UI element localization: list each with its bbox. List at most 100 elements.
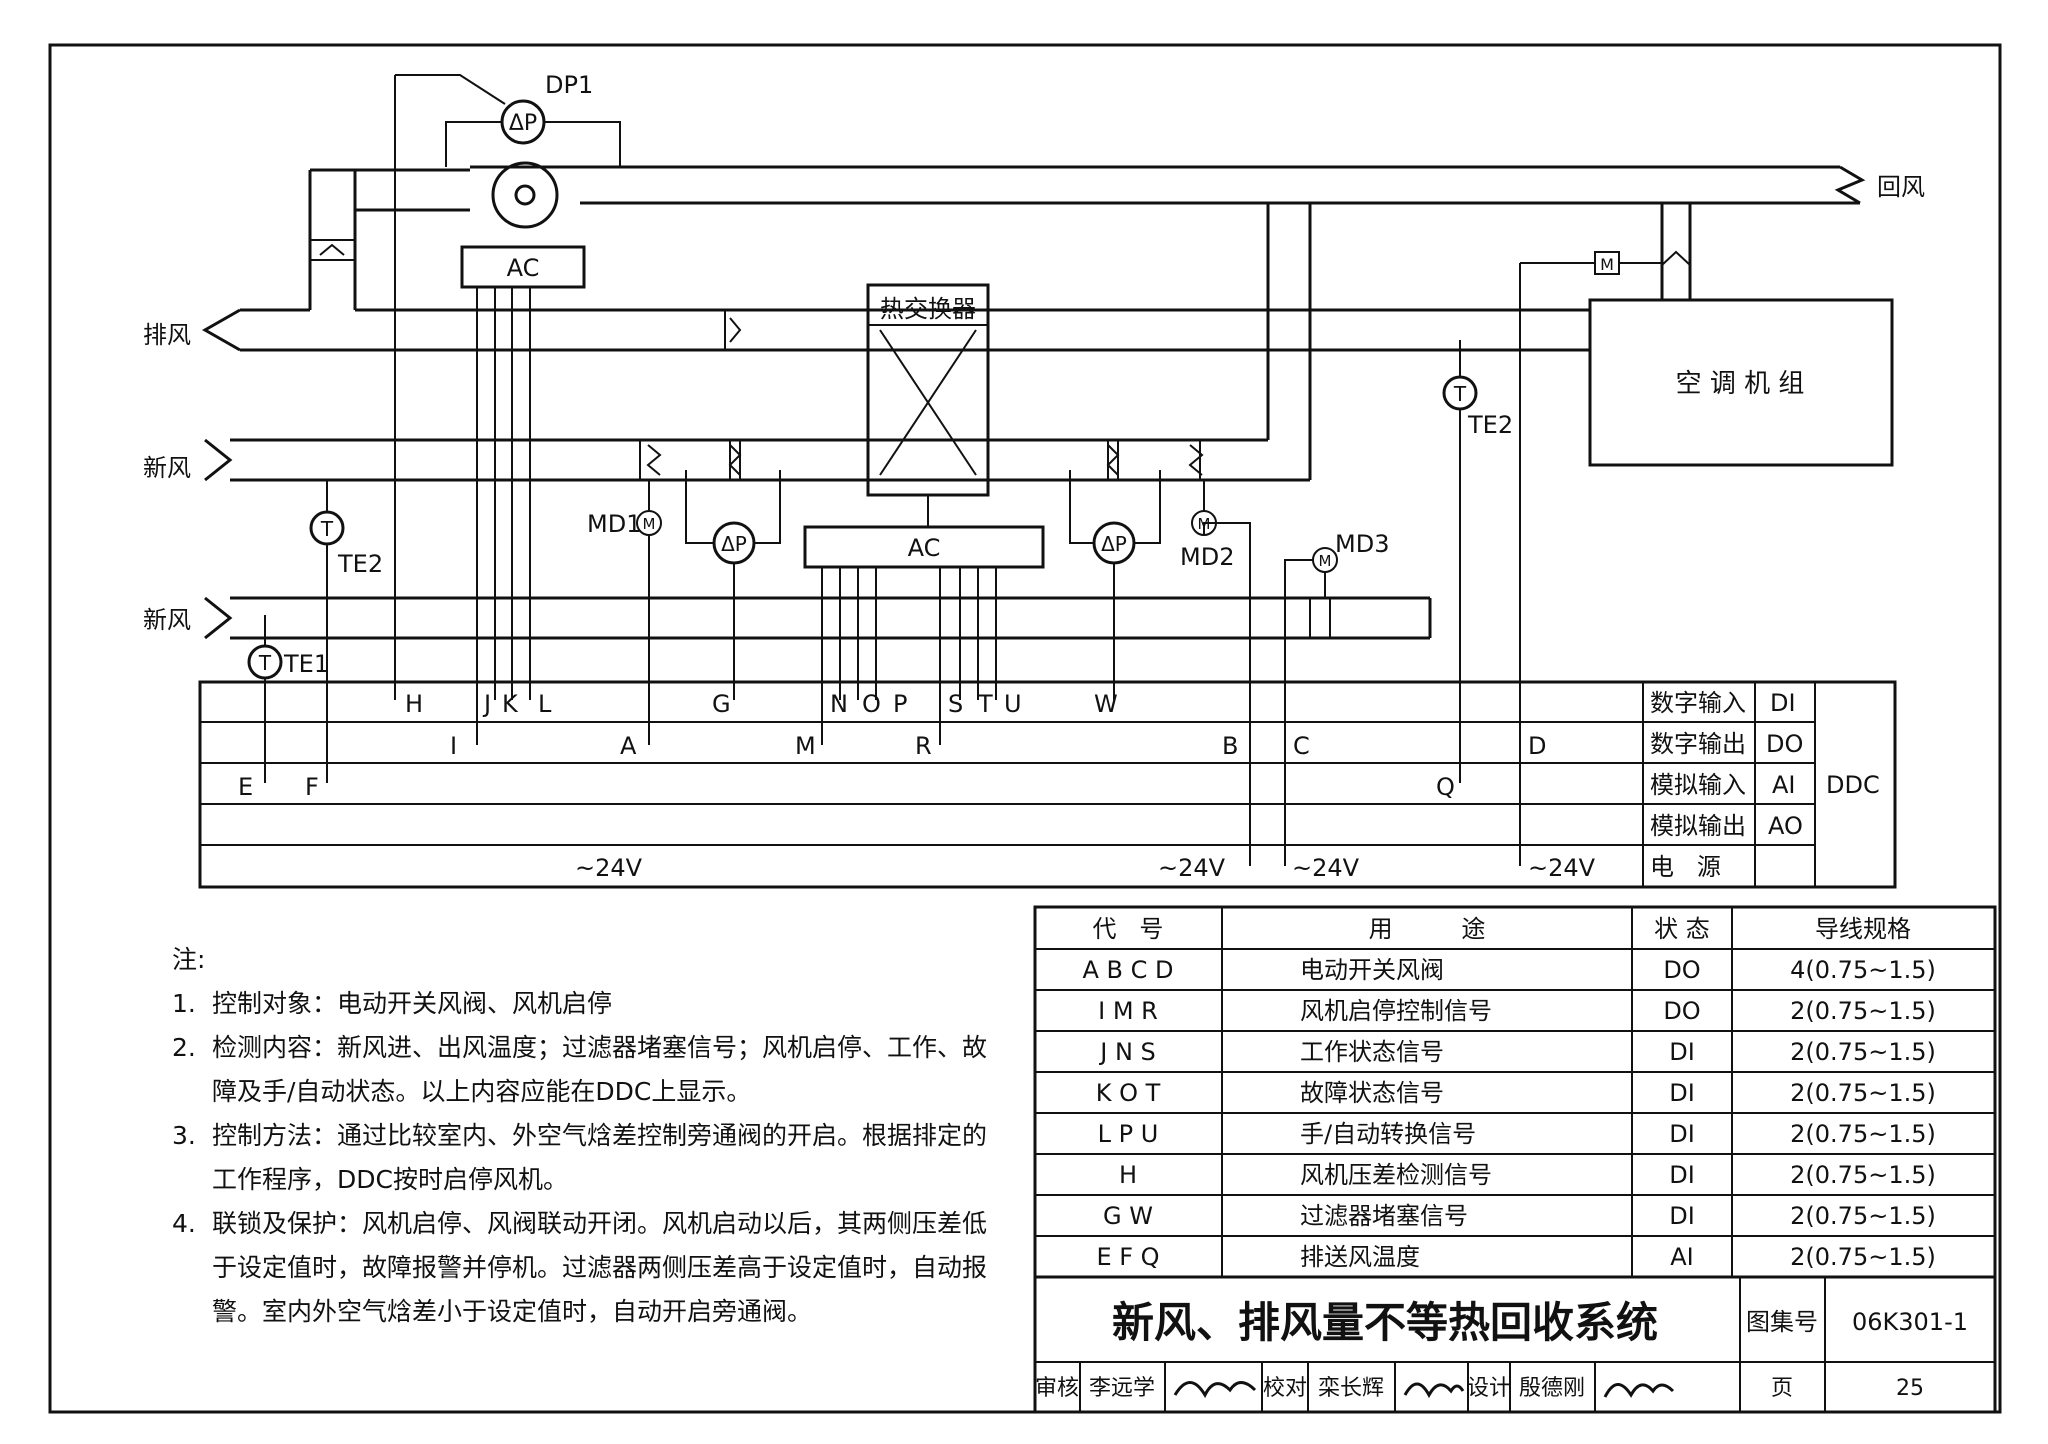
ddc-row-power-name: 电 源 [1650,853,1721,881]
ddc-row-ao-name: 模拟输出 [1650,812,1746,840]
ac-top-box: AC [460,245,586,289]
spec-header-state: 状 态 [1654,915,1710,943]
reviewer-name: 李远学 [1089,1376,1155,1401]
heat-exchanger-label: 热交换器 [880,295,976,323]
ddc-row-ai-name: 模拟输入 [1650,771,1746,799]
drawing-border [48,43,2002,1414]
review-label: 审核 [1035,1376,1079,1401]
design-label: 设计 [1467,1376,1511,1401]
spec-row-state: DI [1669,1202,1695,1230]
ac-mid-label: AC [908,534,941,562]
spec-row-use: 风机启停控制信号 [1300,997,1492,1025]
voltage-2: ~24V [1158,854,1226,882]
spec-row-use: 电动开关风阀 [1300,956,1444,984]
air-handling-unit: 空 调 机 组 [1588,298,1894,467]
atlas-label: 图集号 [1746,1308,1818,1336]
te2-left-sensor: T TE2 [309,480,383,578]
ddc-row-do-name: 数字输出 [1650,730,1746,758]
note-text: 控制方法：通过比较室内、外空气焓差控制旁通阀的开启。根据排定的工作程序，DDC按… [212,1121,988,1194]
checker-signature [1403,1382,1465,1399]
ddc-row-labels: 数字输入 DI 数字输出 DO 模拟输入 AI 模拟输出 AO 电 源 DDC [1650,689,1880,881]
spec-row-wire: 2(0.75~1.5) [1790,1161,1936,1189]
te1-sensor: T TE1 [247,615,329,680]
ductwork [201,161,1866,640]
fresh-air-1-label: 新风 [143,454,191,482]
te2-right-label: TE2 [1467,411,1513,439]
spec-row-wire: 2(0.75~1.5) [1790,997,1936,1025]
terminal-d: D [1528,732,1546,760]
note-text: 检测内容：新风进、出风温度；过滤器堵塞信号；风机启停、工作、故障及手/自动状态。… [212,1033,988,1106]
terminal-b: B [1222,732,1238,760]
terminal-s: S [948,690,963,718]
notes-heading: 注: [172,945,206,974]
te1-label: TE1 [283,650,329,678]
spec-row-use: 排送风温度 [1300,1243,1420,1271]
exhaust-air-label: 排风 [143,321,191,349]
spec-table [1033,905,1997,1279]
spec-row-state: DO [1663,956,1700,984]
spec-row-state: DI [1669,1161,1695,1189]
md3-label: MD3 [1335,530,1389,558]
terminal-a: A [620,732,637,760]
spec-row-code: G W [1103,1202,1153,1230]
ddc-row-di-code: DI [1770,689,1796,717]
spec-row-code: I M R [1098,997,1158,1025]
note-item: 2. 检测内容：新风进、出风温度；过滤器堵塞信号；风机启停、工作、故障及手/自动… [172,1026,992,1114]
terminal-f: F [305,773,319,801]
note-item: 4. 联锁及保护：风机启停、风阀联动开闭。风机启动以后，其两侧压差低于设定值时，… [172,1202,992,1334]
fresh-air-2-label: 新风 [143,606,191,634]
heat-exchanger: 热交换器 [866,283,990,497]
note-number: 3. [172,1121,196,1150]
spec-row-wire: 2(0.75~1.5) [1790,1202,1936,1230]
spec-row-code: A B C D [1082,956,1173,984]
spec-row-code: K O T [1096,1079,1161,1107]
ddc-row-ai-code: AI [1772,771,1796,799]
ac-top-label: AC [507,254,540,282]
spec-header-code: 代 号 [1093,915,1164,943]
spec-row-wire: 4(0.75~1.5) [1790,956,1936,984]
ddc-table [198,680,1897,889]
md1-damper: M MD1 [587,480,662,538]
page-label: 页 [1771,1376,1793,1401]
ddc-row-do-code: DO [1766,730,1803,758]
ddc-row-di-name: 数字输入 [1650,689,1746,717]
spec-row-wire: 2(0.75~1.5) [1790,1038,1936,1066]
spec-header-wire: 导线规格 [1815,915,1911,943]
note-text: 联锁及保护：风机启停、风阀联动开闭。风机启动以后，其两侧压差低于设定值时，故障报… [212,1209,988,1326]
spec-row-state: DO [1663,997,1700,1025]
md1-label: MD1 [587,510,641,538]
terminal-i: I [450,732,457,760]
power-voltages: ~24V ~24V ~24V ~24V [575,854,1596,882]
filter-dp-right-symbol: ΔP [1101,532,1127,556]
spec-row-use: 过滤器堵塞信号 [1300,1202,1468,1230]
dp1-symbol: ΔP [509,111,537,136]
terminal-q: Q [1436,773,1455,801]
terminals-row3: E F Q [238,773,1455,801]
note-item: 3. 控制方法：通过比较室内、外空气焓差控制旁通阀的开启。根据排定的工作程序，D… [172,1114,992,1202]
terminal-u: U [1004,690,1022,718]
ahu-label: 空 调 机 组 [1676,369,1805,399]
spec-row-code: L P U [1098,1120,1159,1148]
terminal-j: J [482,690,491,718]
terminal-k: K [502,690,519,718]
te1-t: T [258,651,272,675]
terminal-p: P [893,690,907,718]
md2-label: MD2 [1180,543,1234,571]
spec-row-use: 工作状态信号 [1300,1038,1444,1066]
note-number: 4. [172,1209,196,1238]
spec-row-use: 故障状态信号 [1300,1079,1444,1107]
terminal-o: O [862,690,881,718]
voltage-4: ~24V [1528,854,1596,882]
terminal-m: M [795,732,816,760]
spec-row-state: DI [1669,1079,1695,1107]
terminal-r: R [915,732,932,760]
dp1-sensor: ΔP DP1 [395,71,621,167]
spec-row-code: E F Q [1096,1243,1159,1271]
signal-wiring [264,75,1521,866]
te2-left-label: TE2 [337,550,383,578]
filter-dp-left-symbol: ΔP [721,532,747,556]
filter-dp-left: ΔP [685,470,781,565]
damper-actuator-m: M [1600,255,1614,274]
terminal-l: L [538,690,552,718]
